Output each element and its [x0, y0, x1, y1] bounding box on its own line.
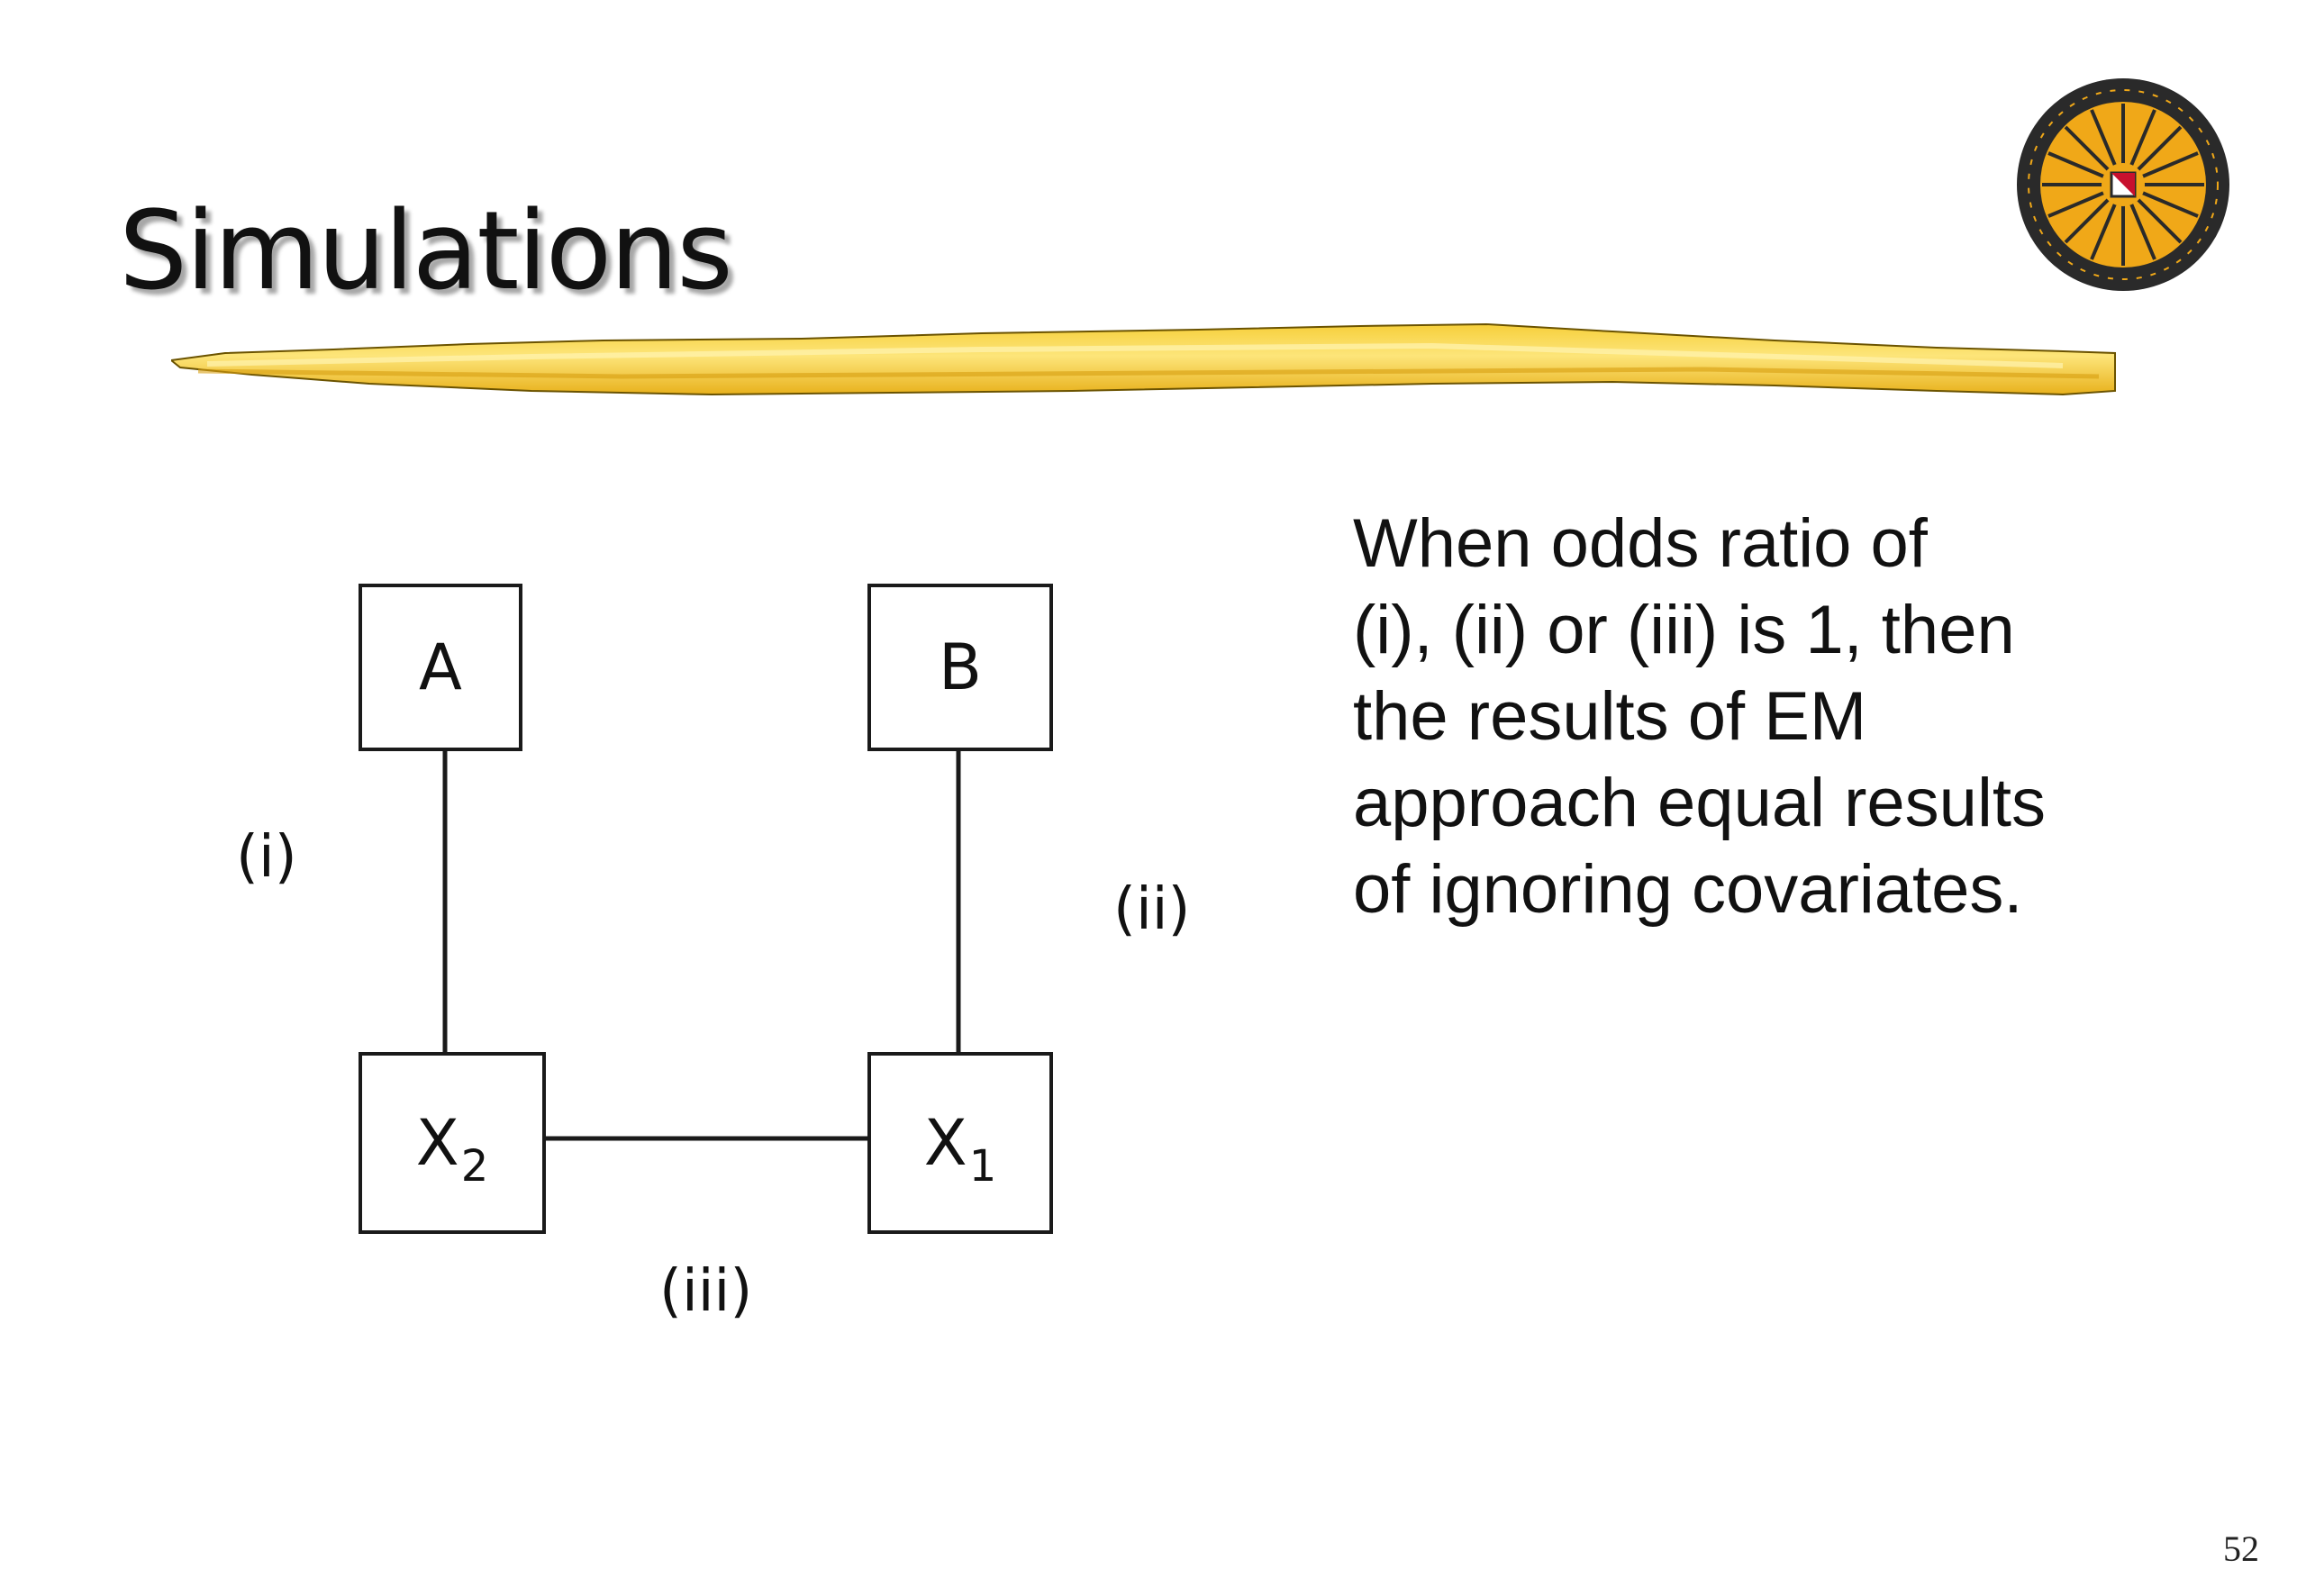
edge-label-i: (i): [236, 824, 297, 891]
body-text: When odds ratio of (i), (ii) or (iii) is…: [1353, 501, 2164, 933]
node-x2-subscript: 2: [460, 1141, 489, 1192]
node-x1-subscript: 1: [968, 1141, 997, 1192]
node-x1-label: X1: [923, 1106, 997, 1192]
body-line: of ignoring covariates.: [1353, 851, 2023, 928]
edge-label-iii: (iii): [659, 1258, 753, 1325]
slide-title: Simulations: [119, 189, 733, 314]
body-line: the results of EM: [1353, 678, 1867, 755]
body-line: approach equal results: [1353, 765, 2046, 841]
node-x2: X2: [359, 1052, 546, 1234]
title-brush-underline: [171, 322, 2116, 396]
node-a: A: [359, 584, 522, 751]
page-number: 52: [2223, 1528, 2259, 1569]
university-seal-logo: [2017, 78, 2229, 291]
body-line: (i), (ii) or (iii) is 1, then: [1353, 592, 2015, 668]
node-b-label: B: [938, 630, 983, 704]
node-b: B: [867, 584, 1053, 751]
node-x1: X1: [867, 1052, 1053, 1234]
edge-label-ii: (ii): [1113, 876, 1191, 943]
body-line: When odds ratio of: [1353, 505, 1928, 582]
node-x2-label: X2: [415, 1106, 489, 1192]
node-a-label: A: [419, 630, 462, 704]
